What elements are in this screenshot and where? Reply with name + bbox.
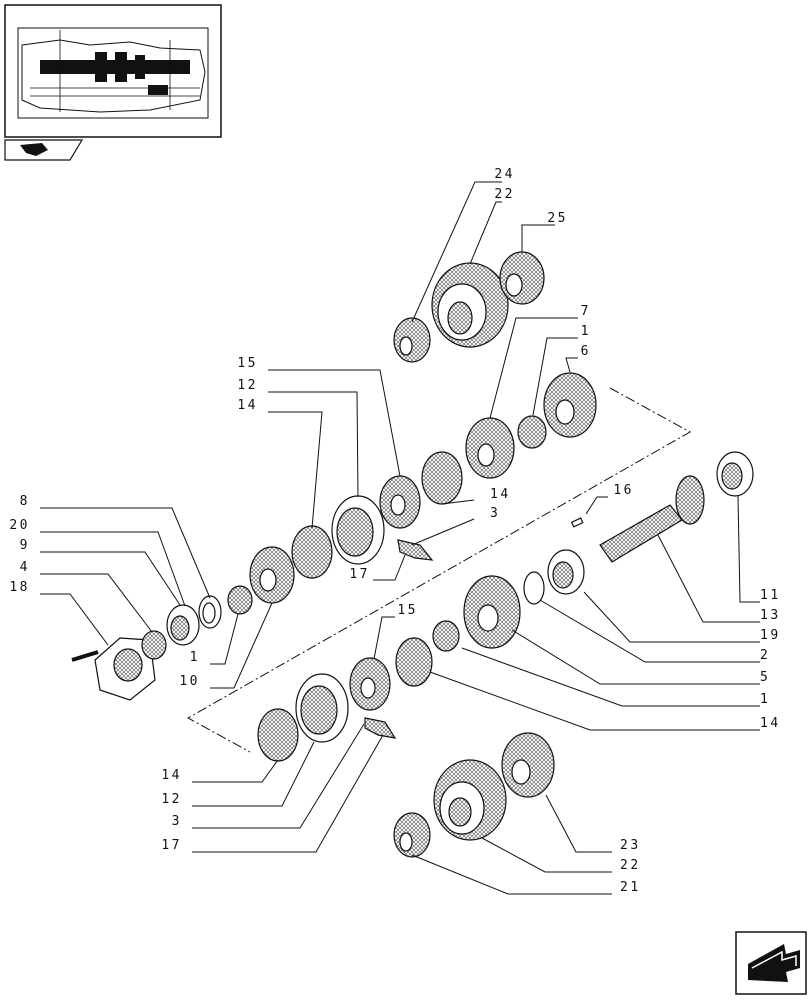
bearing-19 <box>547 549 585 595</box>
previous-page-arrow-icon[interactable] <box>4 139 84 161</box>
gear-25 <box>499 251 545 305</box>
callout-label: 21 <box>620 880 641 895</box>
ring-2 <box>523 571 545 605</box>
synchro-ring-14-left <box>291 525 333 579</box>
callout-label: 15 <box>397 603 418 618</box>
callout-label: 2 <box>760 648 770 663</box>
callout-label: 19 <box>760 628 781 643</box>
callout-label: 3 <box>490 506 500 521</box>
bearing-11 <box>716 451 754 497</box>
transmission-section-thumbnail[interactable] <box>4 4 222 138</box>
callout-label: 17 <box>161 838 182 853</box>
leader-lines <box>40 181 760 895</box>
next-page-arrow-icon[interactable] <box>735 931 807 995</box>
shaft-13 <box>599 475 705 563</box>
callout-label: 14 <box>237 398 258 413</box>
ring-20 <box>198 595 222 629</box>
callout-label: 15 <box>237 356 258 371</box>
callout-label: 5 <box>760 670 770 685</box>
sleeve-12-upper <box>331 495 385 565</box>
fork-3-lower <box>364 717 397 739</box>
callout-labels: 2422257161512141614317820941811011131925… <box>9 167 781 895</box>
gear-23 <box>501 732 555 798</box>
callout-label: 1 <box>190 650 200 665</box>
assembly-boundary <box>186 387 692 753</box>
callout-label: 10 <box>179 674 200 689</box>
callout-label: 11 <box>760 588 781 603</box>
callout-label: 16 <box>613 483 634 498</box>
gear-22-lower <box>433 759 507 841</box>
callout-label: 20 <box>9 518 30 533</box>
synchro-ring-14-upper <box>421 451 463 505</box>
callout-label: 6 <box>581 344 591 359</box>
callout-label: 17 <box>349 567 370 582</box>
callout-label: 4 <box>20 560 30 575</box>
callout-label: 12 <box>161 792 182 807</box>
gear-22-upper <box>431 262 509 348</box>
callout-label: 9 <box>20 538 30 553</box>
bearing-9 <box>166 604 200 646</box>
callout-label: 1 <box>581 324 591 339</box>
callout-label: 1 <box>760 692 770 707</box>
callout-label: 3 <box>172 814 182 829</box>
callout-label: 23 <box>620 838 641 853</box>
fork-3-upper <box>397 539 434 561</box>
callout-label: 22 <box>494 187 515 202</box>
synchro-ring-14-lower <box>395 637 433 687</box>
gear-21 <box>393 812 431 858</box>
callout-label: 14 <box>760 716 781 731</box>
hub-15-upper <box>379 475 421 529</box>
callout-label: 14 <box>161 768 182 783</box>
gear-6 <box>543 372 597 438</box>
bush-1-left <box>227 585 253 615</box>
sleeve-12-lower <box>295 673 349 743</box>
oil-seal-4 <box>141 630 167 660</box>
flange-cover-18 <box>71 637 156 701</box>
gear-24 <box>393 317 431 363</box>
callout-label: 14 <box>490 487 511 502</box>
callout-label: 18 <box>9 580 30 595</box>
hub-15-lower <box>349 657 391 711</box>
bush-1-lower <box>432 620 460 652</box>
callout-label: 7 <box>581 304 591 319</box>
callout-label: 22 <box>620 858 641 873</box>
callout-label: 25 <box>547 211 568 226</box>
gear-10 <box>249 546 295 604</box>
gear-5 <box>463 575 521 649</box>
gear-7 <box>465 417 515 479</box>
callout-label: 12 <box>237 378 258 393</box>
bush-1-upper <box>517 415 547 449</box>
callout-label: 13 <box>760 608 781 623</box>
callout-label: 8 <box>20 494 30 509</box>
pin-16 <box>570 517 584 528</box>
callout-label: 24 <box>494 167 515 182</box>
synchro-ring-14-bottom <box>257 708 299 762</box>
